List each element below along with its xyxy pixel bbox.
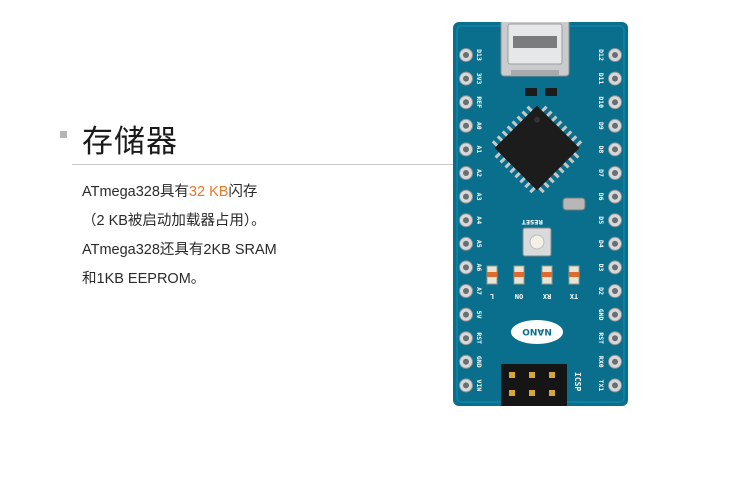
smd-component [545, 88, 557, 96]
line1-post: 闪存 [228, 184, 258, 200]
pin-hole [459, 307, 473, 322]
led-tx-icon [568, 265, 580, 285]
pin-hole [459, 378, 473, 393]
section-heading: 存储器 [82, 124, 178, 160]
pin-hole [459, 48, 473, 62]
pin-label-a6: A6 [475, 263, 483, 271]
pin-hole [608, 284, 622, 298]
description-text: ATmega328具有32 KB闪存 （2 KB被启动加载器占用）。 ATmeg… [82, 178, 277, 294]
pin-label-a0: A0 [475, 122, 483, 130]
pcb-body [453, 22, 628, 406]
pin-label-gnd: GND [475, 356, 483, 368]
led-on-icon [513, 265, 525, 285]
reset-label: RESET [521, 218, 543, 225]
heading-bullet [60, 131, 67, 138]
pin-label-d9: D9 [597, 122, 605, 130]
pin-label-a7: A7 [475, 287, 483, 295]
pin-label-d10: D10 [597, 96, 605, 108]
pin-label-a5: A5 [475, 240, 483, 248]
led-labels: L ON RX TX [490, 292, 578, 300]
led-label-tx: TX [569, 292, 578, 300]
description-line-1: ATmega328具有32 KB闪存 [82, 178, 277, 207]
pin-hole [608, 236, 622, 251]
usb-connector-icon [500, 22, 570, 77]
crystal-icon [562, 197, 586, 211]
pin-hole [459, 284, 473, 298]
description-line-4: 和1KB EEPROM。 [82, 271, 206, 287]
pin-hole [459, 236, 473, 251]
pin-hole [608, 95, 622, 110]
pin-hole [608, 331, 622, 346]
led-label-rx: RX [542, 292, 551, 300]
nano-logo: NANO [511, 320, 563, 344]
status-leds [486, 265, 580, 285]
pin-hole [608, 48, 622, 62]
pin-hole [608, 189, 622, 204]
pin-hole [608, 118, 622, 133]
icsp-label: ICSP [573, 372, 582, 391]
pin-hole [459, 71, 473, 86]
pin-hole [459, 189, 473, 204]
led-label-on: ON [515, 292, 523, 300]
pin-label-rst: RST [475, 332, 483, 344]
pin-label-a2: A2 [475, 169, 483, 177]
reset-button-icon [522, 227, 552, 257]
pin-label-rst: RST [597, 332, 605, 344]
pin-hole [459, 118, 473, 133]
led-l-icon [486, 265, 498, 285]
pin-label-d7: D7 [597, 169, 605, 177]
pin-hole [608, 213, 622, 228]
pin-label-a3: A3 [475, 193, 483, 201]
pin-label-d13: D13 [475, 49, 483, 61]
pin-label-ref: REF [475, 96, 483, 108]
pin-label-d4: D4 [597, 240, 605, 248]
description-line-3: ATmega328还具有2KB SRAM [82, 242, 277, 258]
pin-label-a4: A4 [475, 216, 483, 224]
pin-label-a1: A1 [475, 145, 483, 153]
right-pin-holes [608, 48, 622, 393]
pin-label-rx0: RX0 [597, 356, 605, 368]
pin-label-d6: D6 [597, 193, 605, 201]
pin-hole [608, 378, 622, 393]
pin-label-3v3: 3V3 [475, 73, 483, 85]
pin-hole [608, 354, 622, 369]
pin-hole [459, 166, 473, 180]
pin-hole [459, 260, 473, 275]
nano-logo-text: NANO [522, 326, 552, 336]
pin-label-5v: 5V [475, 311, 483, 319]
pin-label-d11: D11 [597, 73, 605, 85]
pin-hole [608, 307, 622, 322]
pin-hole [608, 142, 622, 157]
pin-hole [608, 166, 622, 180]
pin-label-gnd: GND [597, 309, 605, 321]
description-line-2: （2 KB被启动加载器占用）。 [82, 213, 266, 229]
pin-label-d12: D12 [597, 49, 605, 61]
pin-label-d2: D2 [597, 287, 605, 295]
pin-label-d5: D5 [597, 216, 605, 224]
led-label-l: L [490, 292, 494, 300]
flash-size-highlight: 32 KB [188, 184, 229, 200]
heading-divider [72, 164, 512, 165]
pin-label-vin: VIN [475, 380, 483, 392]
pin-hole [459, 354, 473, 369]
line1-pre: ATmega328具有 [82, 184, 189, 200]
pin-label-tx1: TX1 [597, 380, 605, 392]
pin-hole [608, 260, 622, 275]
atmega328-chip-icon [491, 105, 583, 194]
pin-hole [608, 71, 622, 86]
pin-hole [459, 213, 473, 228]
icsp-header-icon [501, 364, 567, 406]
pin-hole [459, 95, 473, 110]
pin-hole [459, 331, 473, 346]
left-pin-holes [459, 48, 473, 393]
smd-component [525, 88, 537, 96]
pin-hole [459, 142, 473, 157]
pin-label-d8: D8 [597, 145, 605, 153]
led-rx-icon [541, 265, 553, 285]
pin-label-d3: D3 [597, 263, 605, 271]
